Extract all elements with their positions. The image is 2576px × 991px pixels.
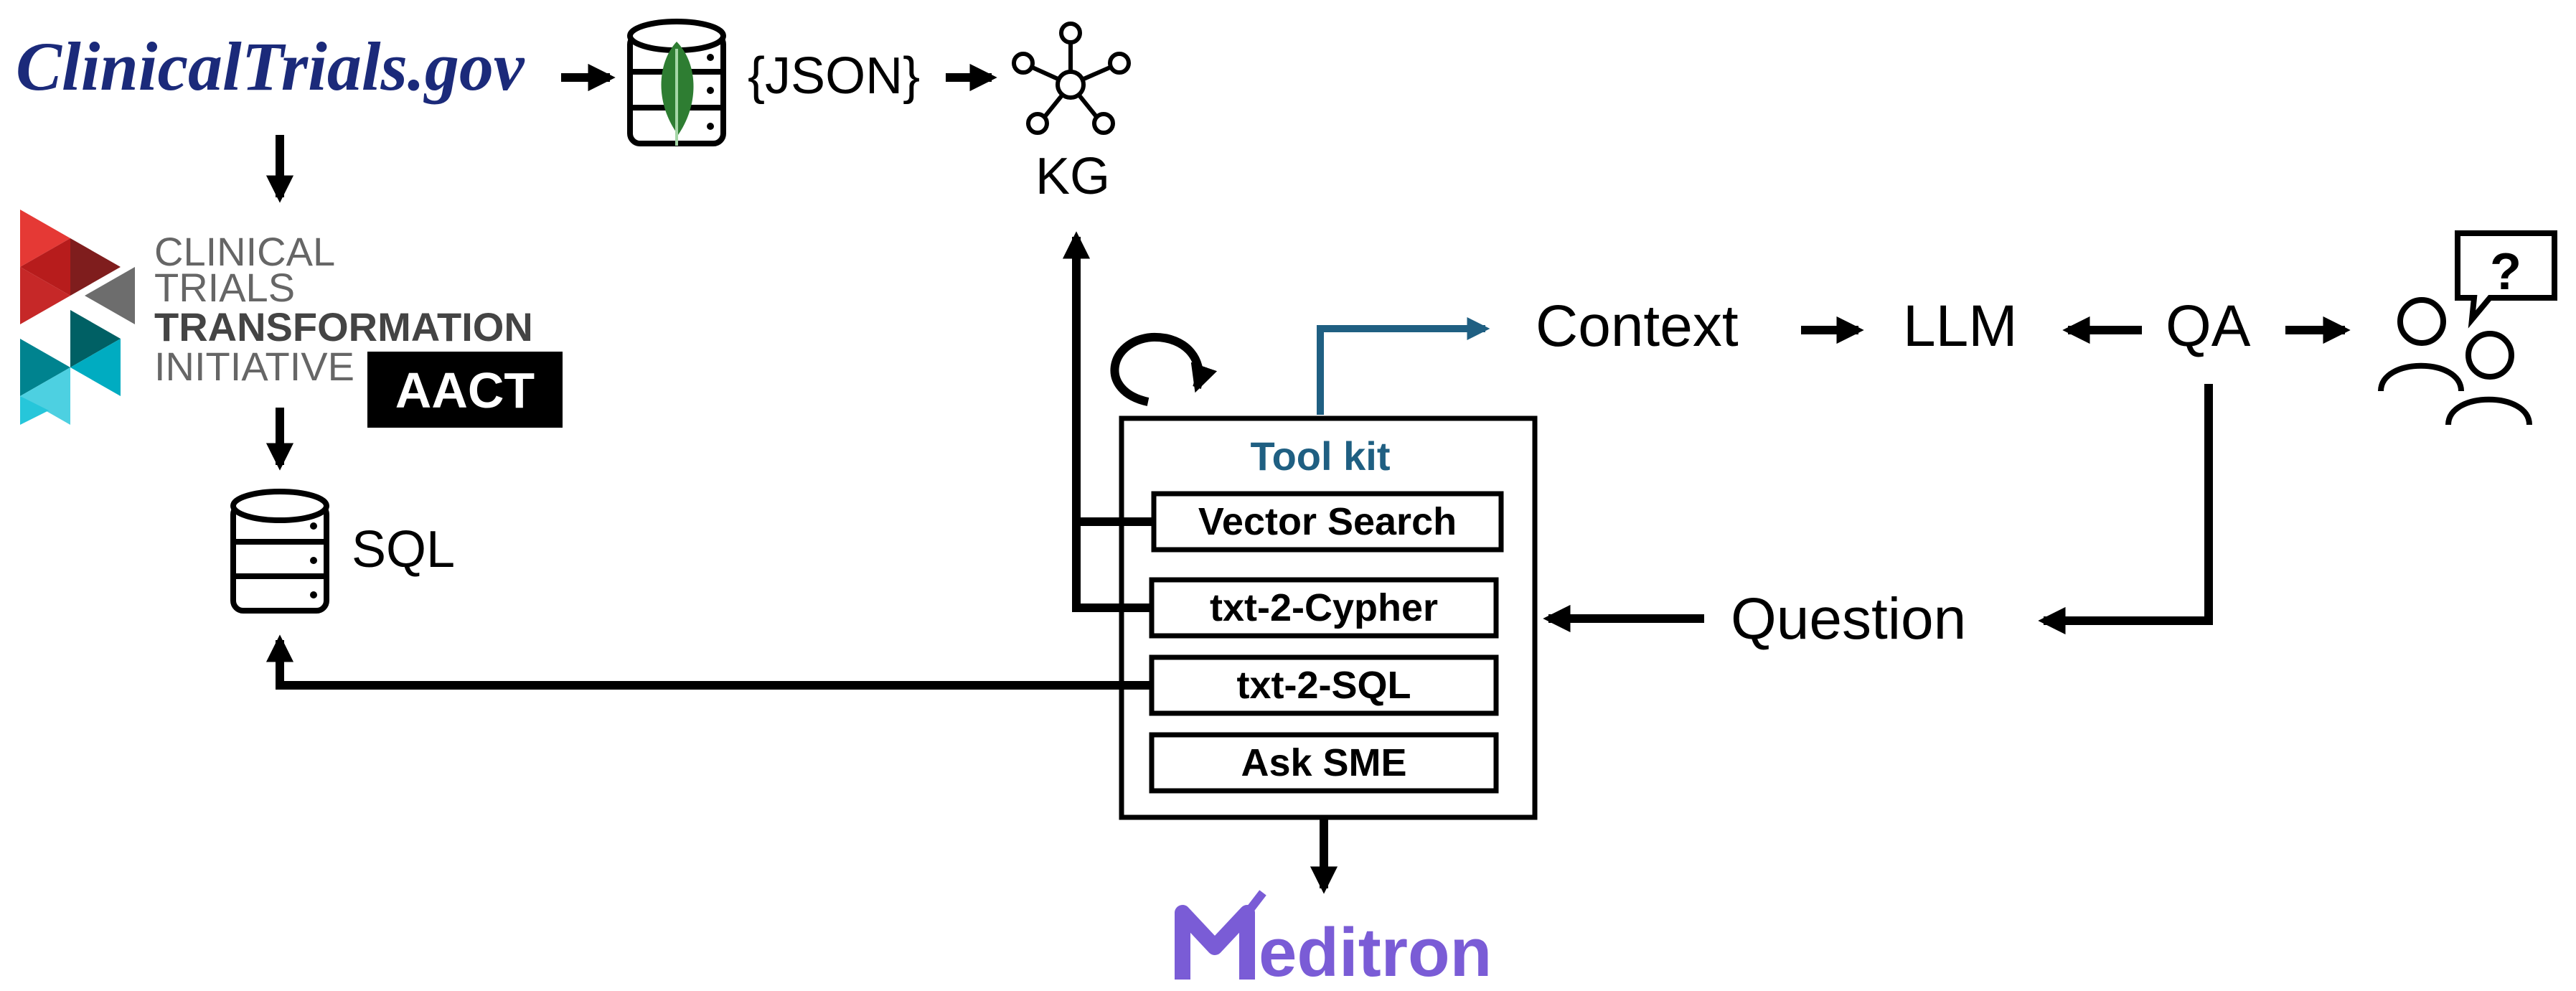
- meditron-label: editron: [1259, 914, 1492, 991]
- sql-database-icon: [230, 489, 329, 614]
- qa-label: QA: [2166, 293, 2251, 359]
- context-label: Context: [1536, 293, 1739, 359]
- arrow-qa-to-question: [2038, 384, 2213, 635]
- llm-label: LLM: [1903, 293, 2018, 359]
- meditron-flask-icon: [1175, 905, 1255, 980]
- tool-txt-2-cypher-label: txt-2-Cypher: [1210, 586, 1438, 629]
- tool-vector-search: Vector Search: [1151, 491, 1504, 553]
- tool-txt-2-sql-label: txt-2-SQL: [1237, 664, 1411, 707]
- ctti-line-2: TRIALS: [154, 265, 295, 310]
- tool-ask-sme: Ask SME: [1149, 732, 1499, 794]
- question-mark-icon: ?: [2490, 243, 2521, 301]
- knowledge-graph-icon: [1012, 22, 1131, 135]
- self-loop-arrow: [1110, 332, 1218, 406]
- arrow-toolkit-to-context: [1317, 316, 1490, 415]
- aact-label: AACT: [395, 362, 535, 418]
- sql-label: SQL: [352, 521, 455, 578]
- tool-vector-search-label: Vector Search: [1198, 500, 1457, 543]
- question-label: Question: [1731, 586, 1966, 652]
- ctti-line-1: CLINICAL: [154, 229, 335, 274]
- tool-ask-sme-label: Ask SME: [1241, 741, 1406, 784]
- aact-badge: [367, 352, 563, 428]
- json-label: {JSON}: [748, 47, 920, 105]
- arrow-txt2sql-to-sql: [265, 634, 1152, 690]
- ctti-logo-icon: [20, 210, 135, 425]
- tool-txt-2-cypher: txt-2-Cypher: [1149, 577, 1499, 639]
- toolkit-title: Tool kit: [1251, 433, 1391, 479]
- users-question-icon: [2378, 230, 2557, 426]
- ctti-line-4: INITIATIVE: [154, 344, 354, 389]
- meditron-logo: editron: [1175, 890, 1492, 991]
- database-leaf-icon: [627, 19, 726, 146]
- clinicaltrials-logo: ClinicalTrials.gov: [16, 28, 525, 105]
- kg-label: KG: [1035, 148, 1110, 205]
- ctti-line-3: TRANSFORMATION: [154, 304, 533, 349]
- tool-txt-2-sql: txt-2-SQL: [1149, 654, 1499, 716]
